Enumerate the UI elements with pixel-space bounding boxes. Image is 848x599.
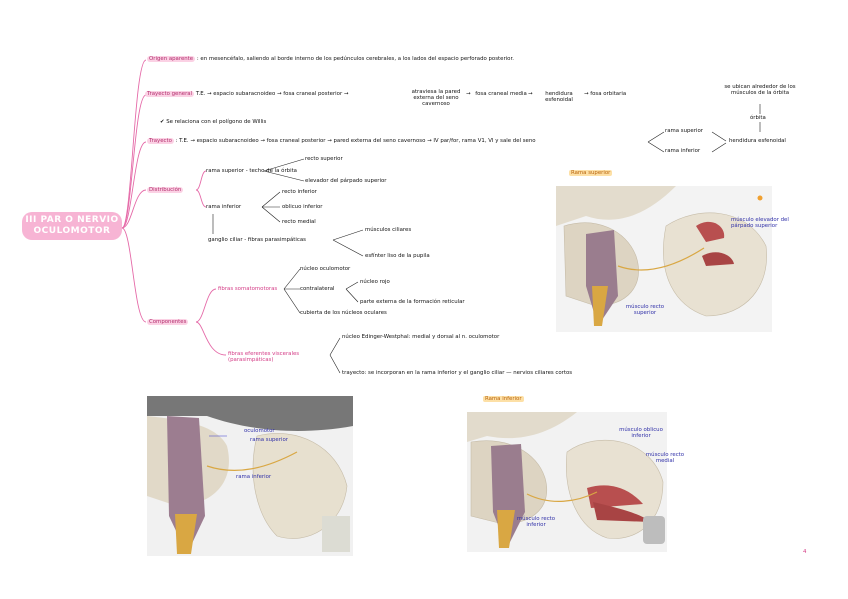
label-recto-inferior: músculo recto inferior (508, 516, 564, 528)
arrow: → (466, 91, 471, 97)
distribucion-note: se ubican alrededor de los músculos de l… (714, 84, 806, 96)
somato-item: cubierta de los núcleos oculares (300, 310, 387, 316)
origen-aparente-text: en mesencéfalo, saliendo al borde intern… (200, 56, 514, 62)
step: fosa orbitaria (590, 91, 626, 97)
step: pared externa del seno cavernoso (333, 138, 425, 144)
arrow: → (528, 91, 533, 97)
viscero-item: núcleo Edinger-Westphal: medial y dorsal… (342, 334, 499, 340)
target: esfínter liso de la pupila (365, 253, 430, 259)
label-recto-superior: músculo recto superior (620, 304, 670, 316)
label-rama-inferior: rama inferior (236, 474, 271, 480)
caption-text: Rama superior (569, 170, 612, 176)
viscero-item: trayecto: se incorporan en la rama infer… (342, 370, 572, 376)
step: T.E. (179, 138, 189, 144)
target: recto medial (282, 219, 316, 225)
label-recto-medial: músculo recto medial (640, 452, 690, 464)
origen-aparente-label: Origen aparente (147, 56, 195, 62)
label-oculomotor: oculomotor (244, 428, 275, 434)
figure-caption-rama-inferior: Rama inferior (483, 396, 524, 402)
step: fosa craneal media (475, 91, 527, 97)
hendidura-esfenoidal: hendidura esfenoidal (729, 138, 786, 144)
somato-item: contralateral (300, 286, 335, 292)
ganglio-ciliar: ganglio ciliar - fibras parasimpáticas (208, 237, 306, 243)
step: hendidura esfenoidal (537, 91, 581, 103)
fibras-somatomotoras: fibras somatomotoras (218, 286, 277, 292)
willis-note: ✔ Se relaciona con el polígono de Willis (160, 119, 266, 125)
step: atraviesa la pared externa del seno cave… (407, 89, 465, 108)
fibras-visceromotoras: fibras eferentes viscerales (parasimpáti… (228, 351, 328, 363)
componentes-label: Componentes (147, 319, 188, 325)
target: músculos ciliares (365, 227, 411, 233)
page-number: 4 (803, 549, 806, 555)
figure-caption-rama-superior: Rama superior (569, 170, 612, 176)
step: IV par/for, rama V1, VI y sale del seno (433, 138, 535, 144)
rama-superior-branch: rama superior (665, 128, 703, 134)
trayecto-label: Trayecto (147, 138, 174, 144)
target: recto superior (305, 156, 343, 162)
distribucion-label: Distribución (147, 187, 183, 193)
trayecto-general-row: Trayecto general T.E. → espacio subaracn… (145, 91, 348, 97)
target: oblicuo inferior (282, 204, 322, 210)
contralateral-target: núcleo rojo (360, 279, 390, 285)
step: fosa craneal posterior (283, 91, 342, 97)
step: T.E. (196, 91, 206, 97)
target: elevador del párpado superior (305, 178, 387, 184)
note-text: Se relaciona con el polígono de Willis (166, 119, 266, 125)
trayecto-general-label: Trayecto general (145, 91, 194, 97)
trayecto-row: Trayecto : T.E. → espacio subaracnoideo … (147, 138, 536, 144)
step: fosa craneal posterior (267, 138, 326, 144)
step-last: → fosa orbitaria (584, 91, 626, 97)
rama-superior-techo: rama superior - techo de la órbita (206, 168, 297, 174)
orbita: órbita (750, 115, 766, 121)
step: espacio subaracnoideo (197, 138, 259, 144)
page-title: III PAR O NERVIO OCULOMOTOR (22, 212, 122, 240)
rama-inferior: rama inferior (206, 204, 241, 210)
caption-text: Rama inferior (483, 396, 524, 402)
somato-item: núcleo oculomotor (300, 266, 350, 272)
distribucion-label-row: Distribución (147, 187, 183, 193)
target: recto inferior (282, 189, 317, 195)
step: espacio subaracnoideo (213, 91, 275, 97)
origen-aparente-row: Origen aparente : en mesencéfalo, salien… (147, 56, 514, 62)
componentes-label-row: Componentes (147, 319, 188, 325)
label-elevador: músculo elevador del párpado superior (731, 217, 801, 229)
label-oblicuo-inferior: músculo oblicuo inferior (611, 427, 671, 439)
contralateral-target: parte externa de la formación reticular (360, 299, 465, 305)
rama-inferior-branch: rama inferior (665, 148, 700, 154)
label-rama-superior: rama superior (250, 437, 288, 443)
